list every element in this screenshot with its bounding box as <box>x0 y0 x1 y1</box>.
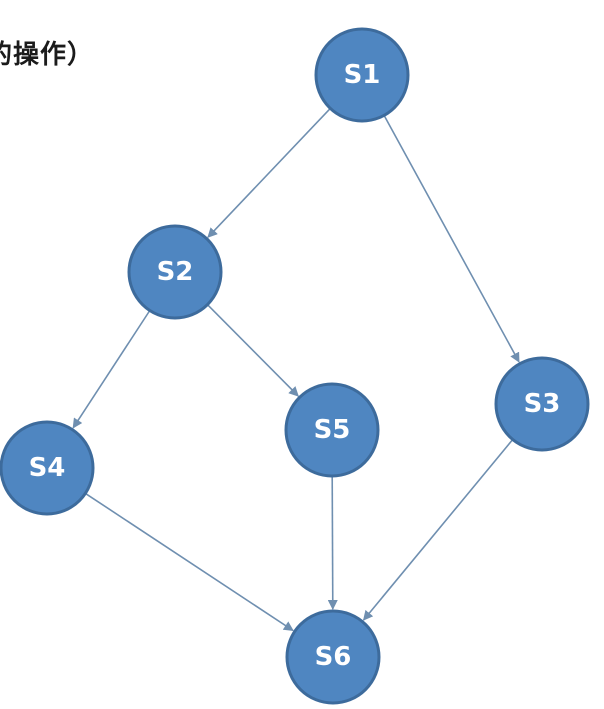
edge-s2-to-s5 <box>206 304 299 397</box>
node-label-s6: S6 <box>315 642 352 672</box>
node-s2: S2 <box>127 224 223 320</box>
node-s3: S3 <box>494 356 590 452</box>
node-circle-s5 <box>284 382 380 478</box>
edge-s4-to-s6 <box>84 492 294 632</box>
page-caption: 的操作） <box>0 40 95 70</box>
node-circle-s3 <box>494 356 590 452</box>
edge-s1-to-s3 <box>383 115 520 363</box>
node-s4: S4 <box>0 420 95 516</box>
edge-s5-to-s6 <box>327 475 338 610</box>
node-s6: S6 <box>285 609 381 705</box>
node-circle-s4 <box>0 420 95 516</box>
node-label-s2: S2 <box>157 257 194 287</box>
edge-s2-to-s4 <box>72 310 151 429</box>
node-label-s3: S3 <box>524 389 561 419</box>
node-circle-s6 <box>285 609 381 705</box>
edges-layer <box>72 107 520 632</box>
node-label-s1: S1 <box>344 60 381 90</box>
node-label-s4: S4 <box>29 453 66 483</box>
edge-s3-to-s6 <box>362 438 514 621</box>
edge-s1-to-s2 <box>207 107 331 238</box>
node-circle-s2 <box>127 224 223 320</box>
node-s5: S5 <box>284 382 380 478</box>
node-s1: S1 <box>314 27 410 123</box>
node-label-s5: S5 <box>314 415 351 445</box>
node-circle-s1 <box>314 27 410 123</box>
